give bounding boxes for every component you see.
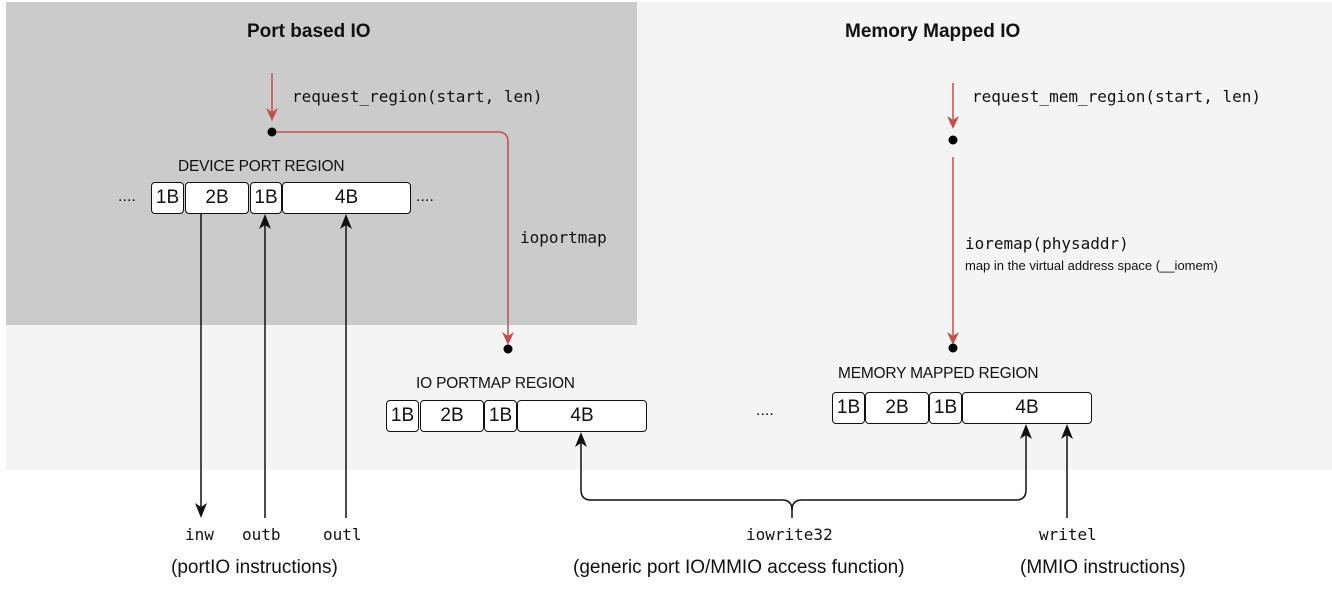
device-port-region-label: DEVICE PORT REGION bbox=[178, 158, 345, 175]
portio-caption: (portIO instructions) bbox=[171, 557, 338, 578]
io-portmap-node bbox=[503, 344, 513, 354]
ioportmap-arrow bbox=[276, 131, 514, 345]
ioremap-arrow bbox=[947, 157, 959, 345]
port-based-io-panel bbox=[6, 2, 637, 325]
memory-mapped-io-title: Memory Mapped IO bbox=[845, 21, 1021, 42]
generic-caption: (generic port IO/MMIO access function) bbox=[573, 557, 905, 578]
request-region-arrow bbox=[266, 73, 278, 121]
device-port-cell-1b: 1B bbox=[151, 182, 184, 214]
outl-arrow bbox=[340, 214, 352, 518]
ioremap-label: ioremap(physaddr) bbox=[965, 234, 1129, 253]
iowrite32-label: iowrite32 bbox=[746, 525, 833, 544]
mmio-cell-4b: 4B bbox=[962, 392, 1092, 424]
writel-label: writel bbox=[1039, 525, 1097, 544]
io-portmap-region-label: IO PORTMAP REGION bbox=[416, 375, 575, 392]
io-portmap-cell-1b: 1B bbox=[484, 400, 517, 432]
mmio-cell-2b: 2B bbox=[865, 392, 929, 424]
writel-arrow bbox=[1061, 424, 1073, 518]
inw-arrow bbox=[195, 214, 207, 518]
mmio-cell-1b: 1B bbox=[929, 392, 962, 424]
io-portmap-cell-4b: 4B bbox=[517, 400, 647, 432]
iowrite32-brace bbox=[575, 424, 1032, 518]
request-region-label: request_region(start, len) bbox=[292, 87, 543, 106]
ellipsis-right: .... bbox=[416, 188, 434, 205]
memory-mapped-node bbox=[948, 343, 958, 353]
inw-label: inw bbox=[185, 525, 214, 544]
request-mem-region-label: request_mem_region(start, len) bbox=[972, 87, 1261, 106]
ioremap-note: map in the virtual address space (__iome… bbox=[965, 258, 1218, 273]
outl-label: outl bbox=[323, 525, 362, 544]
ioportmap-label: ioportmap bbox=[520, 228, 607, 247]
request-mem-region-arrow bbox=[947, 83, 959, 129]
ellipsis-left: .... bbox=[118, 188, 136, 205]
port-based-io-title: Port based IO bbox=[247, 21, 371, 42]
device-port-cell-2b: 2B bbox=[185, 182, 249, 214]
memory-mapped-region-label: MEMORY MAPPED REGION bbox=[838, 365, 1039, 382]
request-region-node bbox=[267, 127, 277, 137]
mmio-cell-1b: 1B bbox=[832, 392, 865, 424]
ellipsis-mmio: .... bbox=[756, 402, 774, 419]
device-port-cell-4b: 4B bbox=[282, 182, 411, 214]
device-port-cell-1b: 1B bbox=[250, 182, 282, 214]
io-portmap-cell-1b: 1B bbox=[386, 400, 419, 432]
mmio-caption: (MMIO instructions) bbox=[1020, 557, 1186, 578]
io-portmap-cell-2b: 2B bbox=[420, 400, 484, 432]
outb-label: outb bbox=[242, 525, 281, 544]
outb-arrow bbox=[259, 214, 271, 518]
request-mem-region-node bbox=[948, 135, 958, 145]
